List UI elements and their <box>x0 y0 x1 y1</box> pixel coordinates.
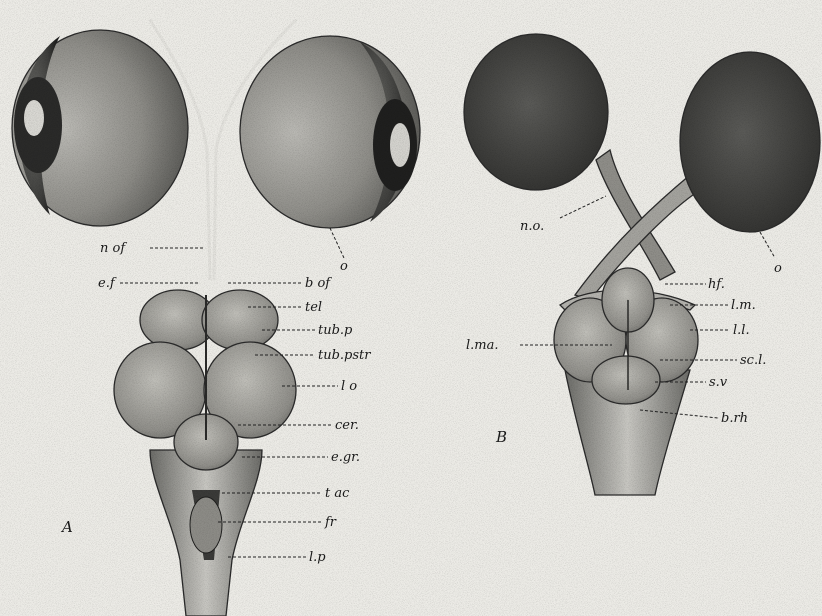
stipple-texture <box>0 0 822 616</box>
brain-dissection-plate: n of e.f b of tel tub.p tub.pstr l o cer… <box>0 0 822 616</box>
